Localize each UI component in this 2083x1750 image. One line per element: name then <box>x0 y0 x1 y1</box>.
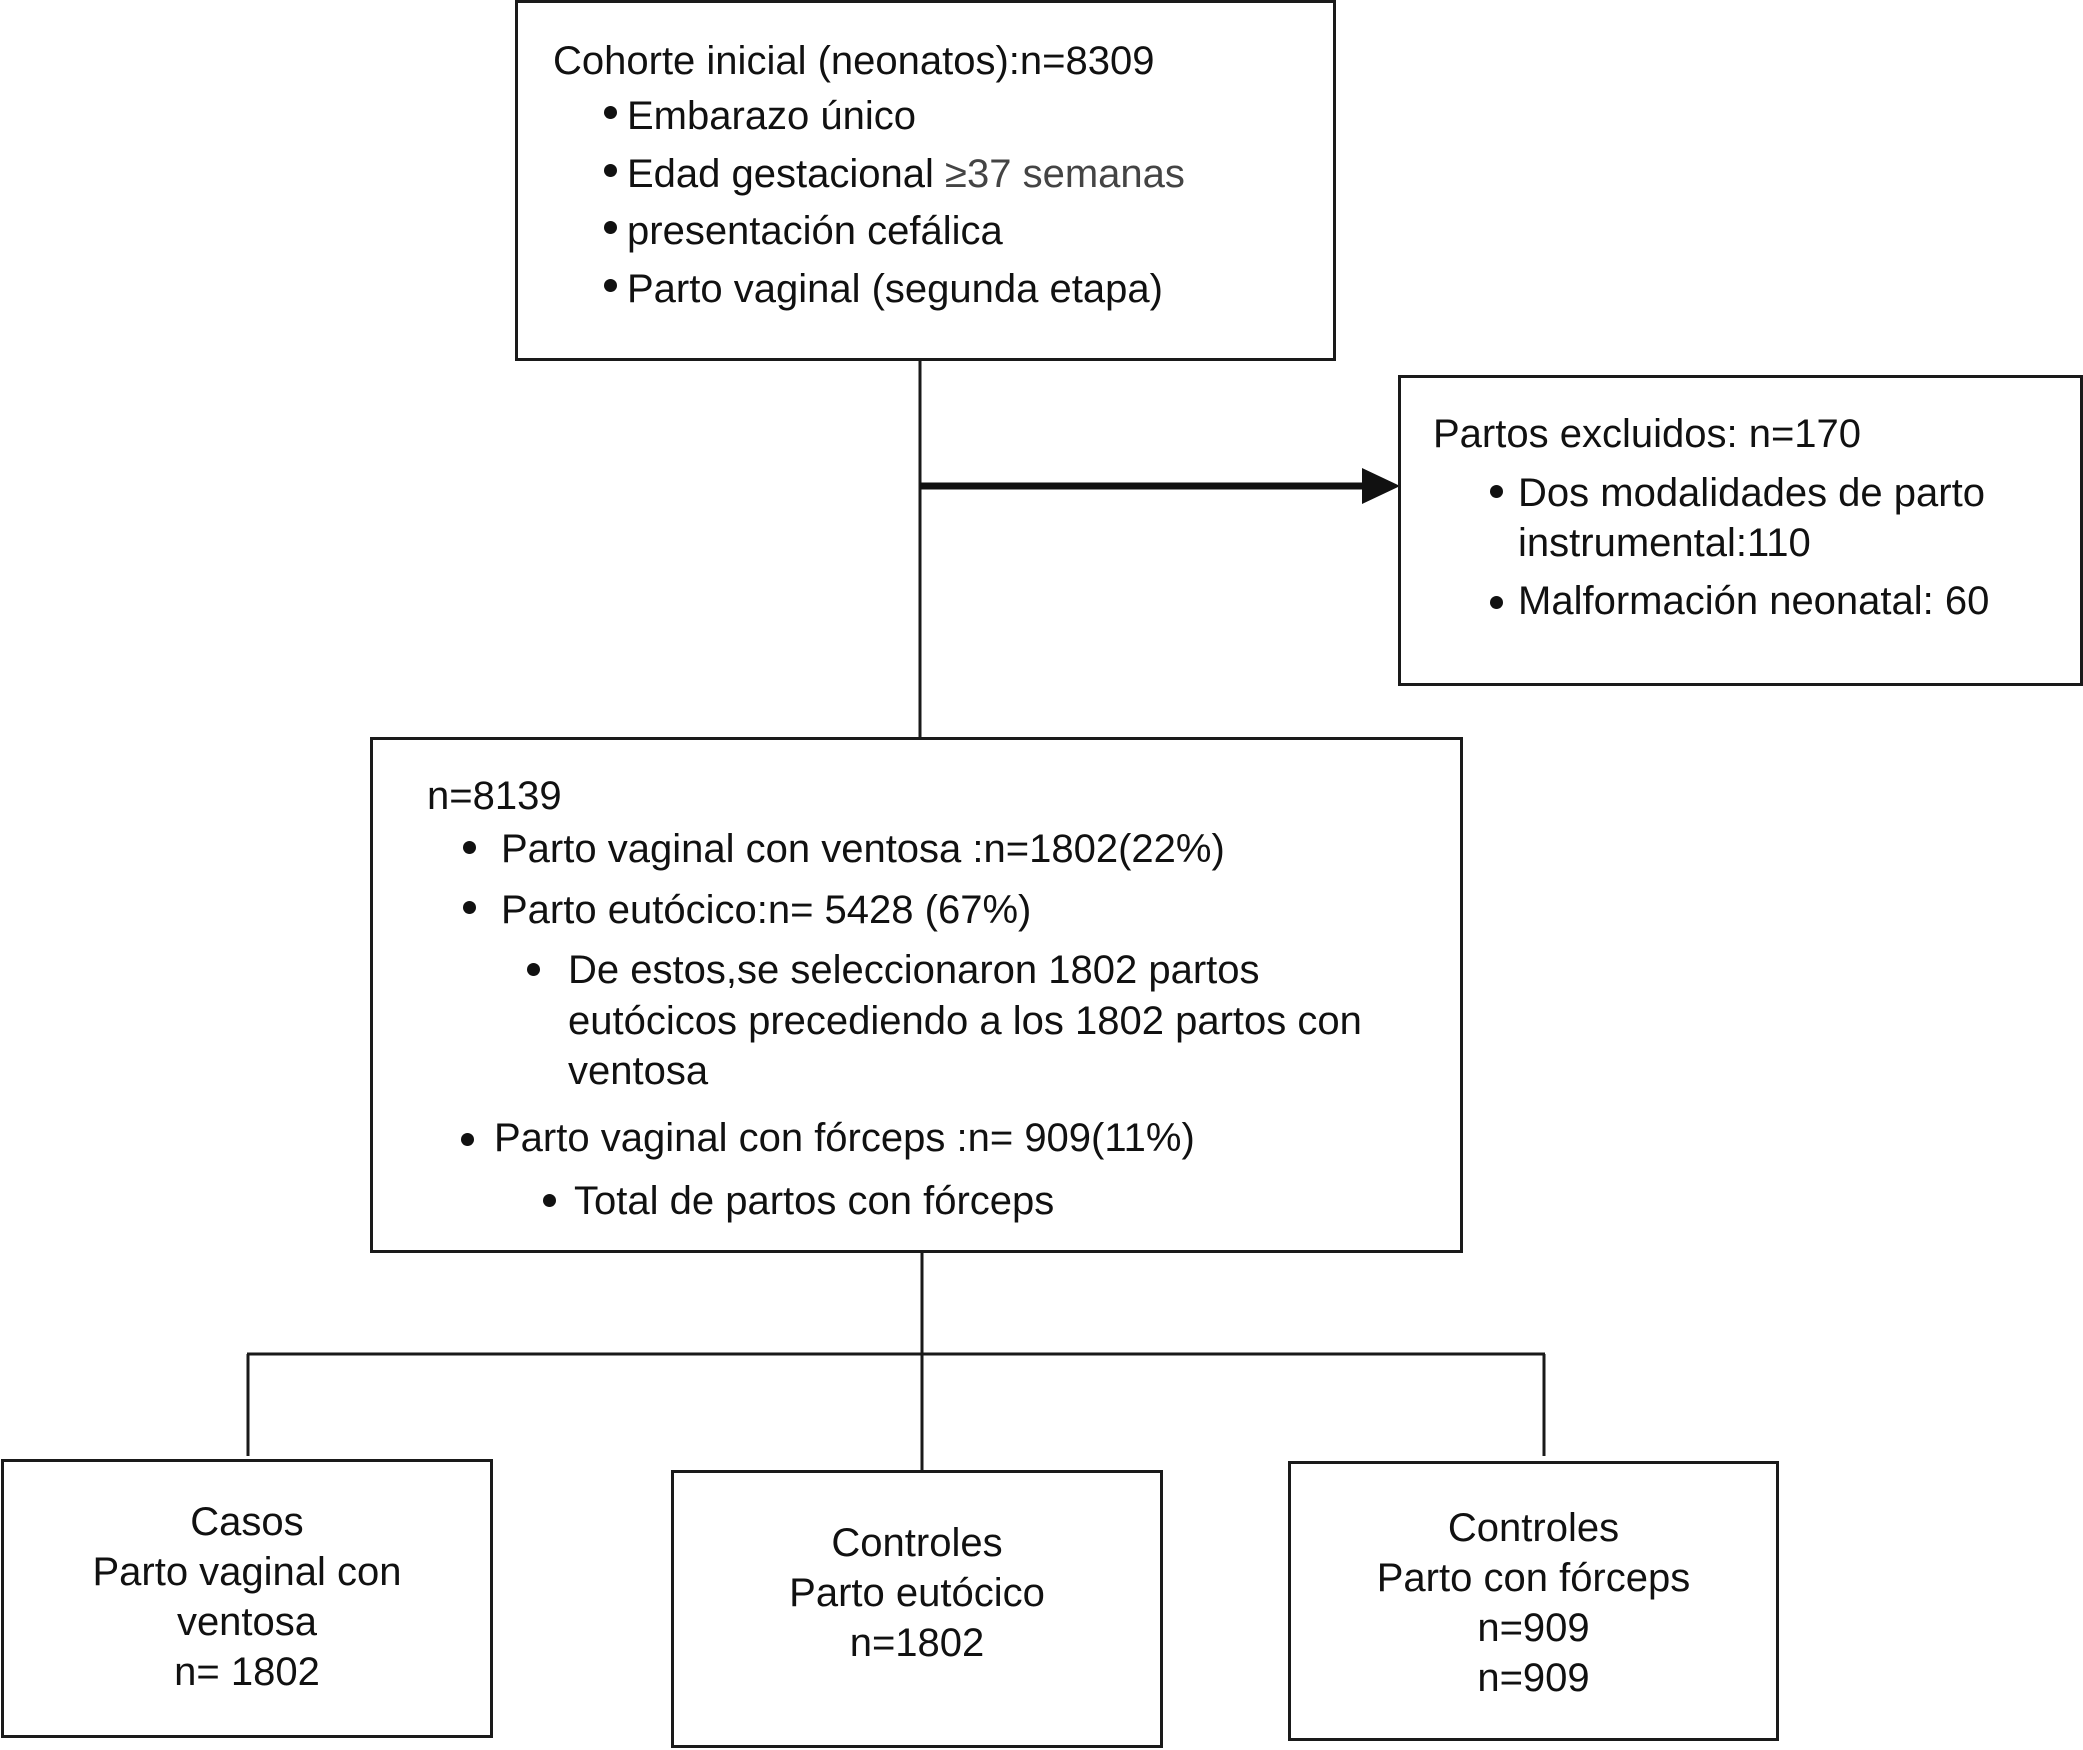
bullet-icon <box>604 164 617 177</box>
exclusion-arrowhead <box>1362 468 1400 504</box>
initial-cohort-box: Cohorte inicial (neonatos):n=8309 Embara… <box>515 0 1336 361</box>
criterion-gestational-age: Edad gestacional ≥37 semanas <box>627 154 1185 194</box>
criterion-vaginal-delivery: Parto vaginal (segunda etapa) <box>627 267 1163 311</box>
bullet-icon <box>604 279 617 292</box>
bullet-icon <box>1490 596 1503 609</box>
criterion-single-pregnancy: Embarazo único <box>627 94 917 138</box>
eutocic-selection-line1: De estos,se seleccionaron 1802 partos <box>568 948 1260 992</box>
bullet-icon <box>463 901 476 914</box>
excluded-malformation: Malformación neonatal: 60 <box>1518 579 1990 623</box>
criterion-cephalic-presentation: presentación cefálica <box>627 209 1003 253</box>
criterion-gestational-age-label: Edad gestacional <box>627 152 946 196</box>
cases-delivery-type-line1: Parto vaginal con <box>92 1550 402 1594</box>
controls-forceps-label: Controles <box>1447 1506 1620 1550</box>
excluded-two-modalities-count: instrumental:110 <box>1518 521 1811 565</box>
controls-forceps-box: Controles Parto con fórceps n=909 n=909 <box>1288 1461 1779 1741</box>
bullet-icon <box>527 963 540 976</box>
study-population-total: n=8139 <box>427 774 562 818</box>
bullet-icon <box>604 221 617 234</box>
excluded-deliveries-box: Partos excluidos: n=170 Dos modalidades … <box>1398 375 2083 686</box>
ventosa-deliveries: Parto vaginal con ventosa :n=1802(22%) <box>501 827 1225 871</box>
forceps-total: Total de partos con fórceps <box>574 1179 1055 1223</box>
study-population-box: n=8139 Parto vaginal con ventosa :n=1802… <box>370 737 1463 1253</box>
cases-ventosa-box: Casos Parto vaginal con ventosa n= 1802 <box>1 1459 493 1738</box>
controls-eutocic-box: Controles Parto eutócico n=1802 <box>671 1470 1163 1748</box>
bullet-icon <box>463 841 476 854</box>
eutocic-selection-line3: ventosa <box>568 1049 709 1093</box>
bullet-icon <box>461 1133 474 1146</box>
controls-eutocic-delivery-type: Parto eutócico <box>789 1571 1045 1615</box>
initial-cohort-title: Cohorte inicial (neonatos):n=8309 <box>553 39 1155 83</box>
excluded-title: Partos excluidos: n=170 <box>1433 412 1862 456</box>
cases-delivery-type-line2: ventosa <box>176 1600 318 1644</box>
eutocic-selection-line2: eutócicos precediendo a los 1802 partos … <box>568 999 1362 1043</box>
criterion-gestational-age-value: ≥37 semanas <box>945 152 1185 196</box>
eutocic-deliveries: Parto eutócico:n= 5428 (67%) <box>501 888 1032 932</box>
controls-forceps-count-repeat: n=909 <box>1477 1656 1590 1700</box>
excluded-two-modalities: Dos modalidades de parto <box>1518 471 1985 515</box>
cases-label: Casos <box>190 1500 304 1544</box>
controls-eutocic-label: Controles <box>831 1521 1003 1565</box>
bullet-icon <box>1490 485 1503 498</box>
bullet-icon <box>543 1194 556 1207</box>
forceps-deliveries: Parto vaginal con fórceps :n= 909(11%) <box>494 1116 1195 1160</box>
controls-eutocic-count: n=1802 <box>849 1621 985 1665</box>
controls-forceps-delivery-type: Parto con fórceps <box>1376 1556 1691 1600</box>
cases-count: n= 1802 <box>174 1650 320 1694</box>
controls-forceps-count: n=909 <box>1477 1606 1590 1650</box>
bullet-icon <box>604 106 617 119</box>
